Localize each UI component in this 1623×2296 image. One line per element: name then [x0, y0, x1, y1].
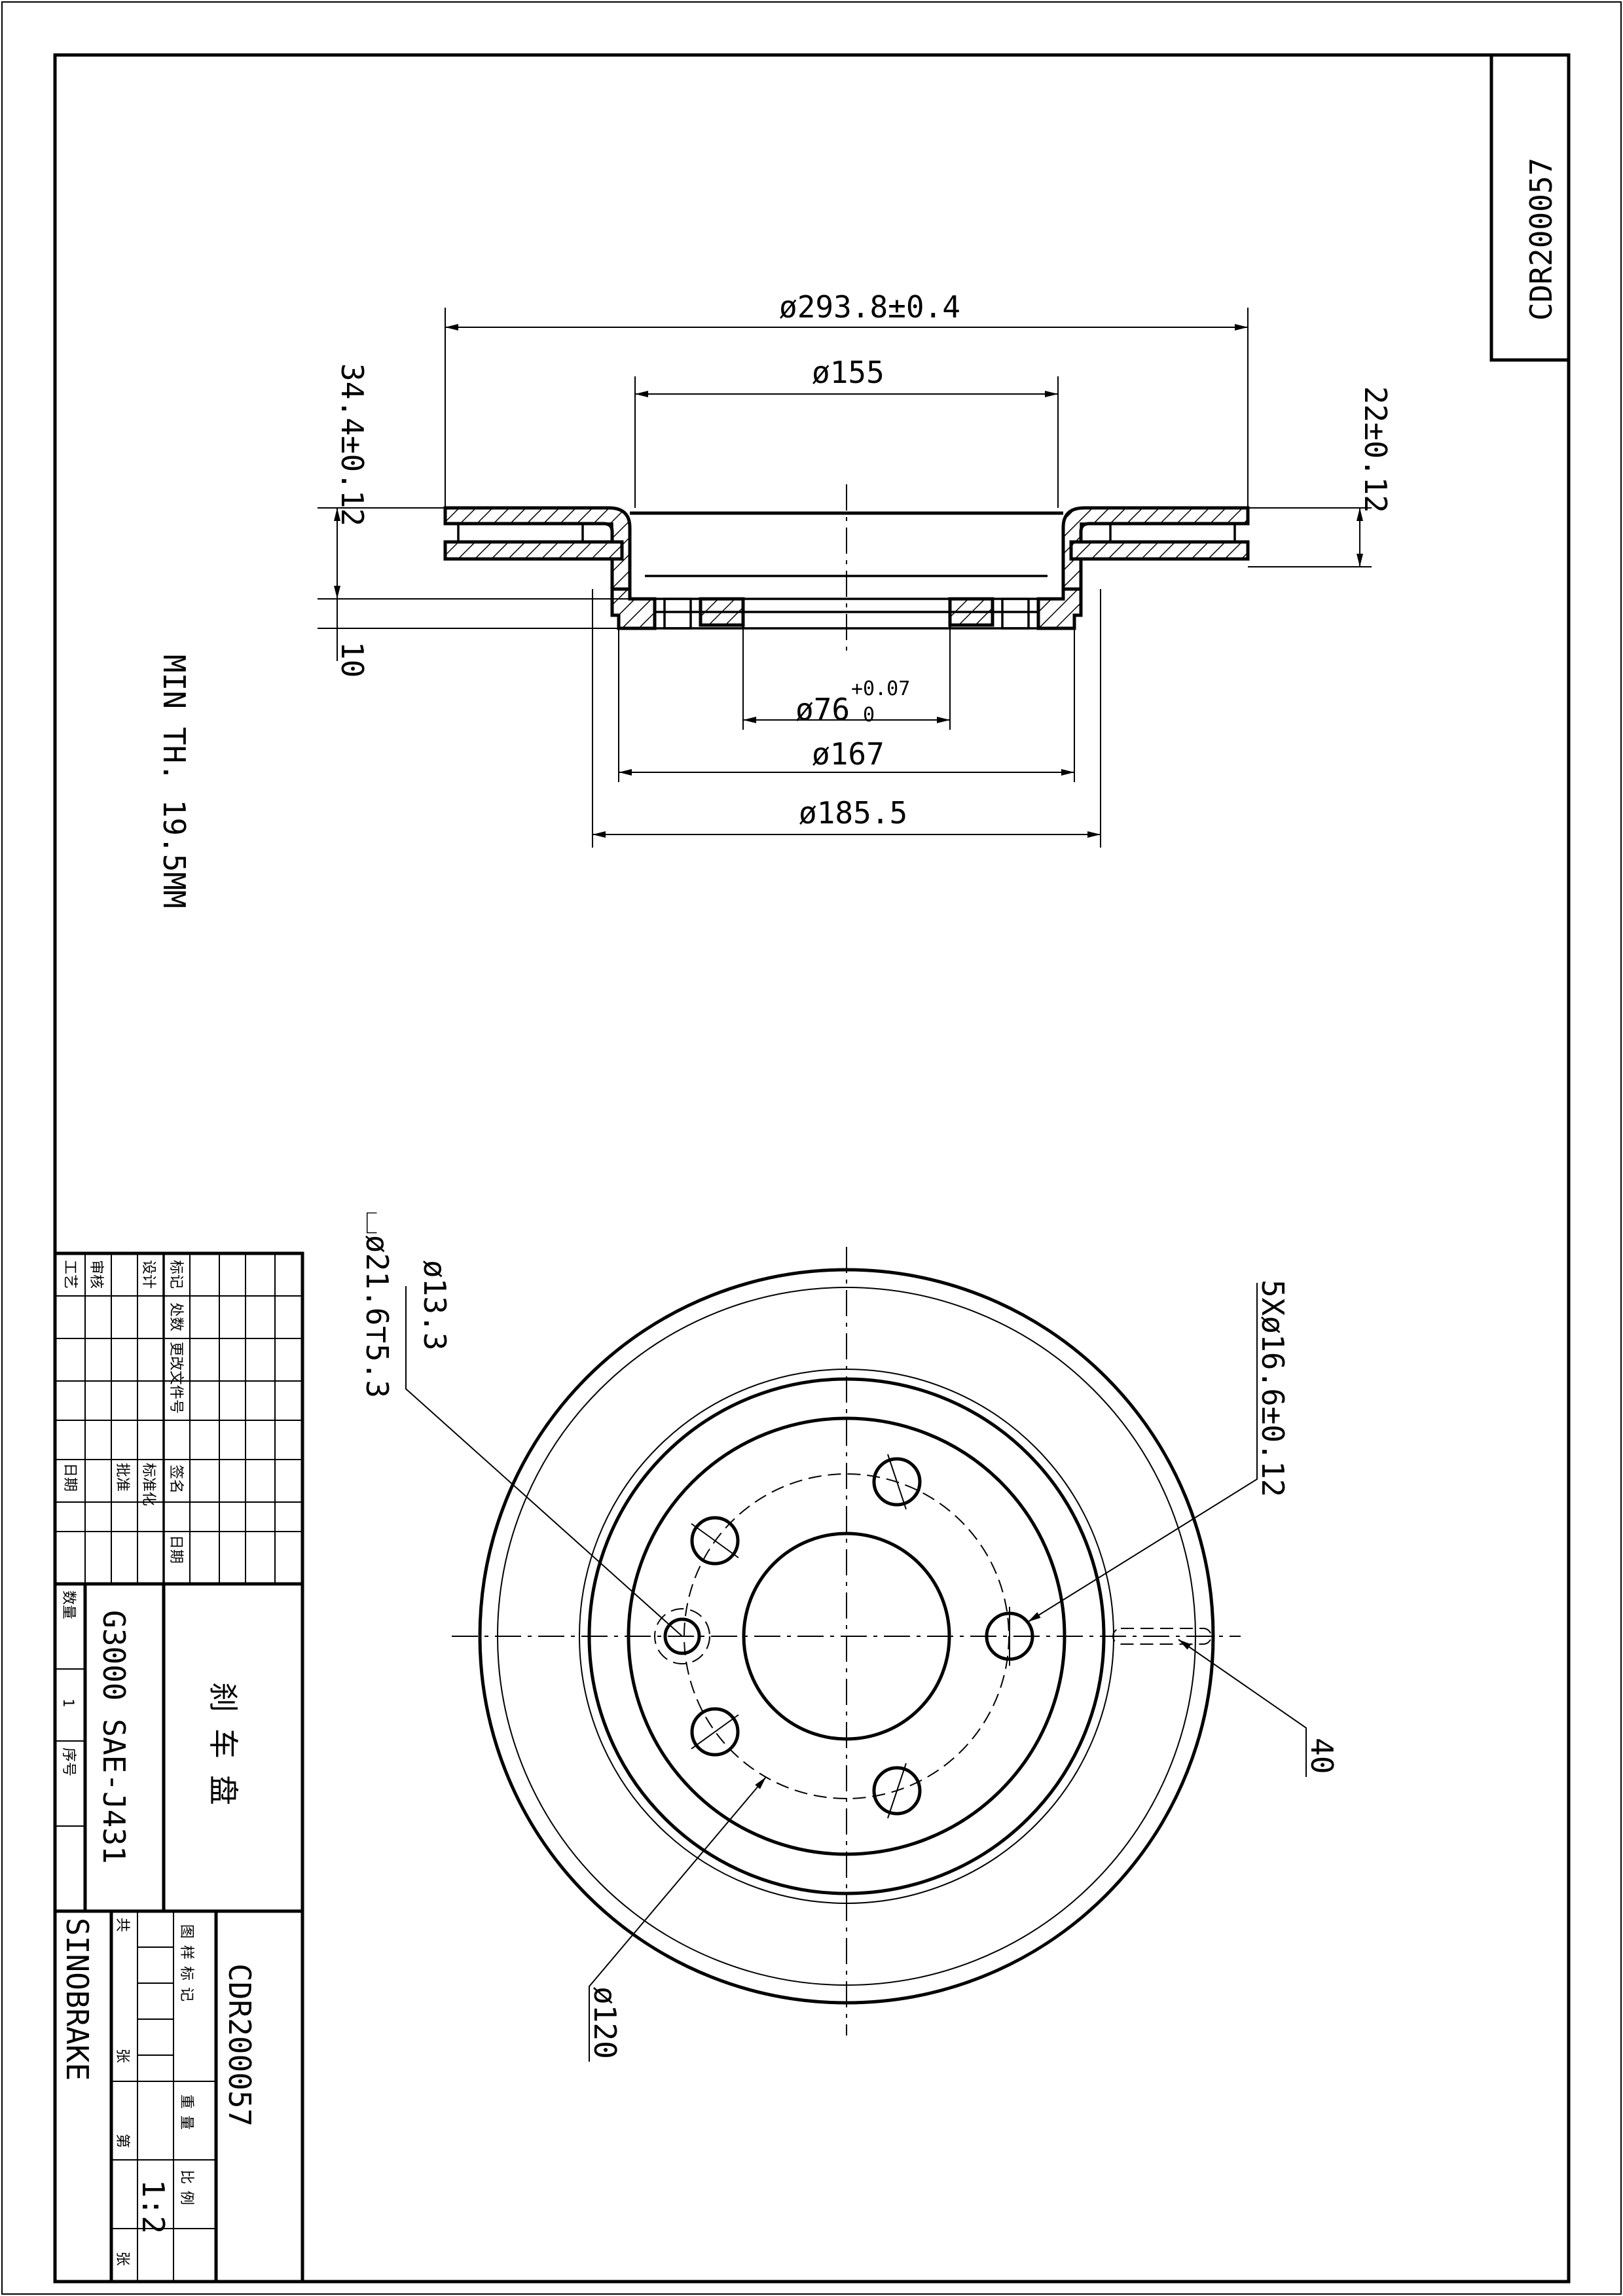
min-thickness-note: MIN TH. 19.5MM	[156, 655, 192, 908]
bolt-hole-axis	[887, 1763, 907, 1819]
hat-inner-circle	[627, 1416, 1067, 1856]
bolt-holes	[690, 1454, 1034, 1819]
row-label-process: 工艺	[62, 1260, 78, 1289]
leader-slot	[1178, 1639, 1307, 1777]
col-label-mark: 标记	[168, 1260, 184, 1289]
label-sheet: 张	[114, 2049, 130, 2063]
dim-flange-thickness: 10	[335, 641, 370, 677]
part-name: 刹车盘	[206, 1682, 241, 1821]
center-bore	[742, 1532, 951, 1741]
material-spec: G3000 SAE-J431	[96, 1610, 132, 1864]
label-weight: 重量	[178, 2094, 194, 2136]
dim-outer-dia: ø293.8±0.4	[779, 289, 960, 325]
row-label-standard: 标准化	[140, 1463, 156, 1506]
dim-bore-dia: ø76	[795, 692, 850, 727]
dim-185: ø185.5	[799, 795, 907, 831]
dim-slot: 40	[1304, 1738, 1340, 1774]
leader-bolt-holes	[1027, 1283, 1258, 1623]
dim-small-hole: ø13.3	[417, 1260, 452, 1350]
dim-total-height: 34.4±0.12	[335, 363, 370, 526]
row-label-date: 日期	[62, 1463, 78, 1492]
company-name: SINOBRAKE	[60, 1918, 95, 2081]
hat-outer-circle	[587, 1377, 1106, 1895]
left-bottom-ring	[443, 540, 624, 561]
drawing-number-top: CDR200057	[1523, 158, 1559, 321]
right-vane	[1080, 522, 1112, 543]
disc-outer-edge	[478, 1268, 1215, 2005]
left-bolt-hole-sect	[663, 598, 692, 630]
label-no: 第	[114, 2134, 130, 2148]
locator-hole	[663, 1617, 701, 1655]
right-bolt-hole-sect	[1001, 598, 1030, 630]
bolt-hole-axis	[887, 1454, 907, 1510]
dim-pcd: ø120	[587, 1986, 623, 2059]
bolt-hole	[872, 1457, 922, 1507]
dim-bolt-holes: 5Xø16.6±0.12	[1255, 1280, 1290, 1497]
left-hat-flange	[610, 587, 657, 630]
row-label-check: 审核	[88, 1260, 104, 1289]
right-bottom-ring	[1069, 540, 1250, 561]
label-drawing-mark: 图样标记	[178, 1924, 194, 2008]
locator-counterbore	[654, 1608, 710, 1664]
bolt-hole-axis	[691, 1523, 739, 1558]
label-serial: 序号	[60, 1748, 77, 1776]
dim-hat-dia: ø155	[812, 355, 884, 390]
bolt-hole	[690, 1516, 740, 1566]
row-label-approve: 批准	[114, 1463, 130, 1492]
quantity-value: 1	[60, 1698, 76, 1707]
left-vane	[581, 522, 613, 543]
section-view: ø293.8±0.4 ø155 34.4±0.12 10 22±0.12 ø76…	[156, 289, 1393, 908]
wear-slot	[1112, 1628, 1212, 1645]
dim-bore-tol-upper: +0.07	[851, 677, 910, 700]
title-block-frame	[53, 1251, 304, 2284]
label-sheet-2: 张	[114, 2251, 130, 2266]
right-hat-flange	[1036, 587, 1083, 630]
col-label-count: 处数	[168, 1302, 184, 1331]
title-block: 标记 处数 更改文件号 签名 日期 设计 标准化 审核 工艺 批准 日期 数量 …	[53, 1251, 304, 2284]
leader-pcd	[589, 1776, 767, 2062]
scale-value: 1:2	[136, 2179, 171, 2234]
bolt-hole	[690, 1707, 740, 1757]
col-label-sign: 签名	[168, 1465, 184, 1494]
label-scale: 比例	[178, 2170, 194, 2212]
drawing-frame	[53, 53, 1571, 2284]
col-label-date: 日期	[168, 1535, 184, 1564]
dim-bore-tol-lower: 0	[863, 704, 875, 726]
leader-small-hole	[405, 1286, 683, 1637]
bolt-hole-axis	[691, 1714, 739, 1749]
label-quantity: 数量	[60, 1590, 77, 1619]
dim-counterbore: ⌴ø21.6⊤5.3	[359, 1211, 395, 1398]
col-label-change: 更改文件号	[168, 1342, 184, 1414]
dim-thickness: 22±0.12	[1358, 386, 1393, 513]
plan-view: ø13.3 ⌴ø21.6⊤5.3 5Xø16.6±0.12 40 ø120	[359, 1211, 1340, 2062]
bolt-hole	[872, 1766, 922, 1816]
row-label-design: 设计	[140, 1260, 156, 1289]
disc-outer-chamfer	[497, 1287, 1196, 1986]
title-drawing-number: CDR200057	[222, 1964, 257, 2126]
dim-167: ø167	[812, 736, 884, 772]
label-total: 共	[114, 1918, 130, 1932]
drawing-number-box	[1489, 53, 1571, 362]
revision-grid	[55, 1253, 302, 1584]
